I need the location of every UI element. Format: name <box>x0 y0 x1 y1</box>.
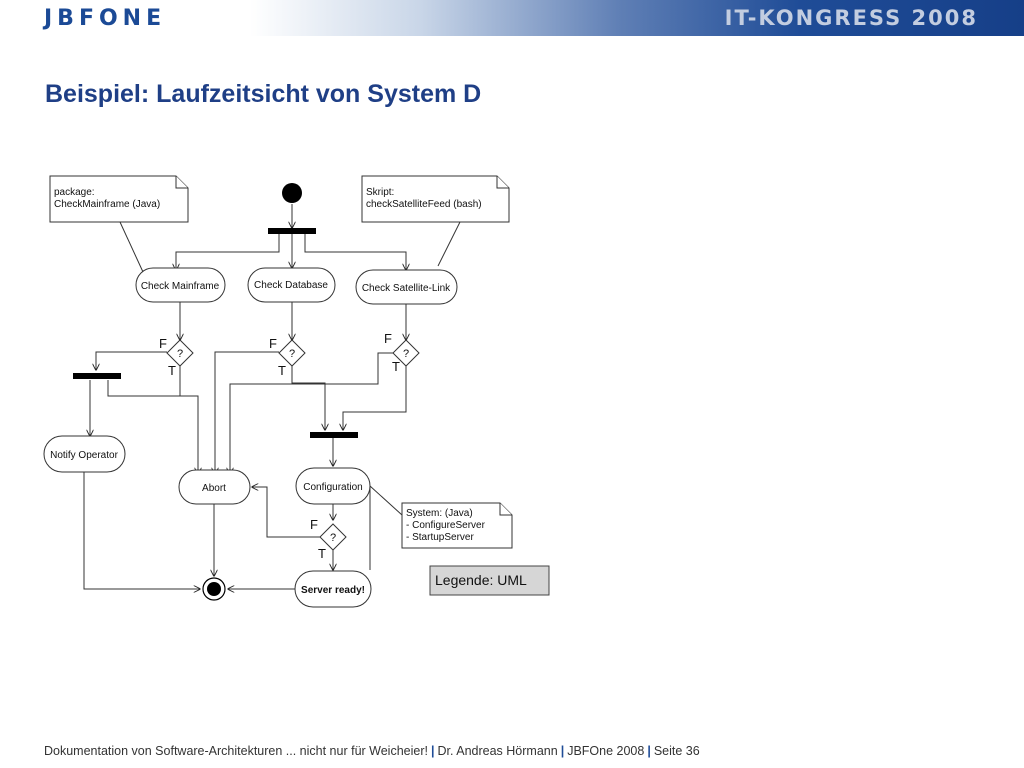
action-check-satellite <box>355 269 458 305</box>
fork-bar-top <box>268 228 316 234</box>
guard-t-3: T <box>392 359 400 374</box>
guard-t-4: T <box>318 546 326 561</box>
note-mainframe-line1: package: <box>54 187 95 198</box>
label-abort: Abort <box>202 483 226 494</box>
footer-separator: | <box>430 744 435 758</box>
guard-f-4: F <box>310 517 318 532</box>
action-server-ready <box>294 570 372 608</box>
decision-database <box>278 339 306 367</box>
guard-t-2: T <box>278 363 286 378</box>
label-check-satellite: Check Satellite-Link <box>362 283 451 294</box>
guard-f-2: F <box>269 336 277 351</box>
event-title: IT-KONGRESS 2008 <box>724 6 978 30</box>
note-satellite <box>361 175 510 223</box>
initial-node <box>282 183 302 203</box>
note-mainframe-line2: CheckMainframe (Java) <box>54 199 160 210</box>
label-check-mainframe: Check Mainframe <box>141 281 220 292</box>
label-check-database: Check Database <box>254 280 328 291</box>
join-bar <box>310 432 358 438</box>
decision-mark-2: ? <box>289 348 295 360</box>
note-satellite-line1: Skript: <box>366 187 394 198</box>
guard-t-1: T <box>168 363 176 378</box>
decision-mark-1: ? <box>177 348 183 360</box>
action-configuration <box>295 467 371 505</box>
jbfone-logo: JBFONE <box>44 6 167 31</box>
guard-f-1: F <box>159 336 167 351</box>
footer-separator: | <box>647 744 651 758</box>
guard-f-3: F <box>384 331 392 346</box>
decision-mainframe <box>166 339 194 367</box>
action-notify-operator <box>43 435 126 473</box>
legend-box <box>429 565 550 596</box>
note-satellite-line2: checkSatelliteFeed (bash) <box>366 199 482 210</box>
decision-mark-4: ? <box>330 532 336 544</box>
label-configuration: Configuration <box>303 482 362 493</box>
footer-page: Seite 36 <box>653 744 700 758</box>
decision-server <box>319 523 347 551</box>
action-abort <box>178 469 251 505</box>
note-system <box>401 502 513 549</box>
note-system-line1: System: (Java) <box>406 508 473 519</box>
note-system-line3: - StartupServer <box>406 532 474 543</box>
note-system-line2: - ConfigureServer <box>406 520 486 531</box>
fork-bar-left <box>73 373 121 379</box>
footer-separator: | <box>560 744 565 758</box>
footer-course: Dokumentation von Software-Architekturen… <box>44 744 428 758</box>
header-banner <box>0 0 1024 36</box>
decision-satellite <box>392 339 420 367</box>
action-check-database <box>247 267 336 303</box>
legend-label: Legende: UML <box>435 572 527 588</box>
label-server-ready: Server ready! <box>301 585 365 596</box>
action-check-mainframe <box>135 267 226 303</box>
footer: Dokumentation von Software-Architekturen… <box>44 744 700 758</box>
footer-author: Dr. Andreas Hörmann <box>437 744 558 758</box>
label-notify-operator: Notify Operator <box>50 450 118 461</box>
slide-title: Beispiel: Laufzeitsicht von System D <box>45 80 482 108</box>
footer-event: JBFOne 2008 <box>567 744 645 758</box>
decision-mark-3: ? <box>403 348 409 360</box>
note-mainframe <box>49 175 189 223</box>
